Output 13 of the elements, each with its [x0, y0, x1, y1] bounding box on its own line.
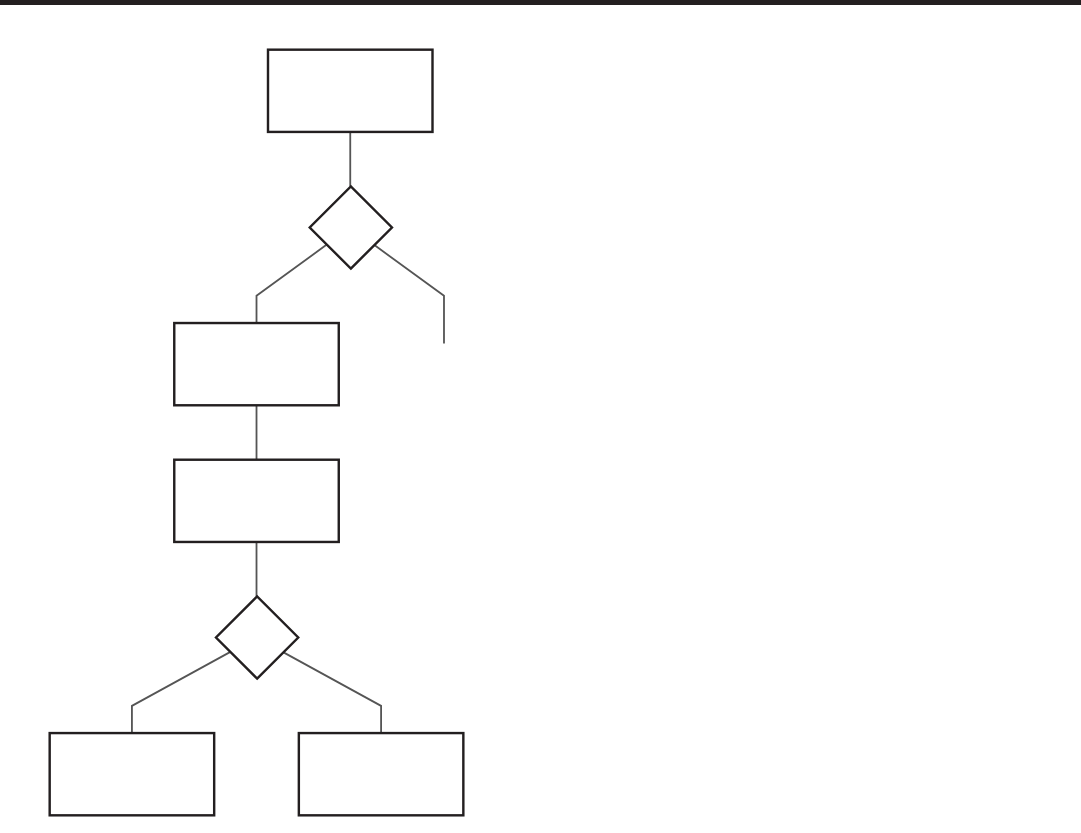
process-box [173, 458, 340, 544]
connector-line [349, 131, 352, 188]
connector-line [131, 651, 231, 734]
connector-line [255, 541, 258, 598]
process-box [266, 48, 434, 134]
connector-line [255, 243, 328, 324]
process-box [173, 321, 340, 407]
decision-diamond [308, 184, 394, 271]
process-box [48, 731, 216, 817]
connector-line [373, 243, 445, 345]
decision-diamond [214, 594, 300, 681]
connector-line [282, 651, 382, 734]
process-box [297, 731, 465, 817]
